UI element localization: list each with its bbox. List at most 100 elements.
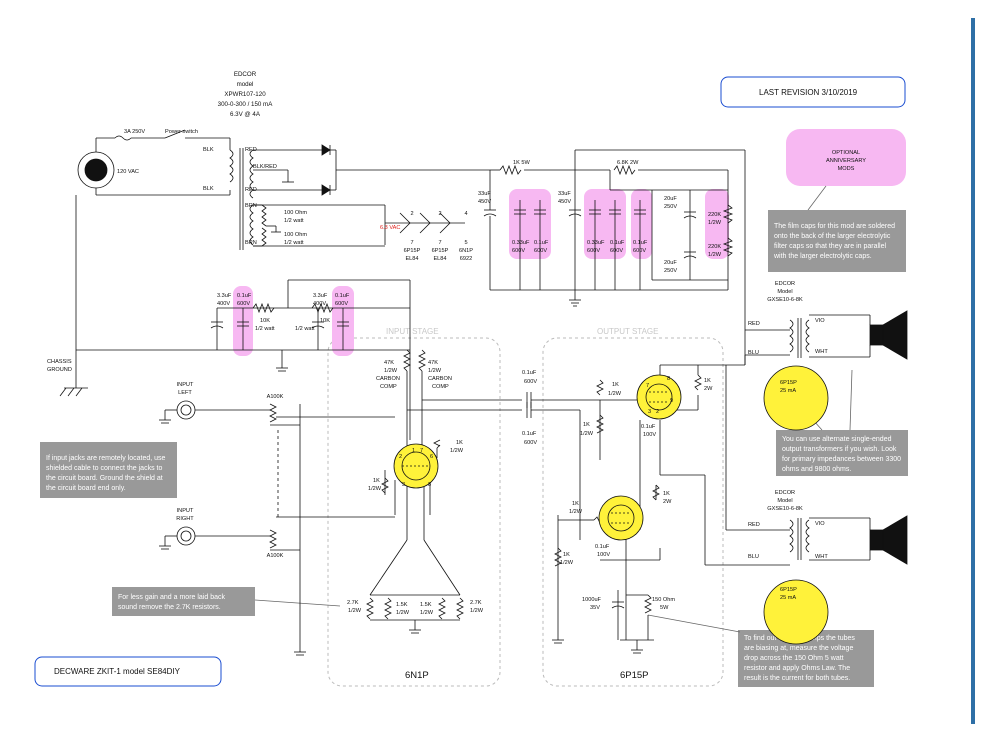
svg-text:25 mA: 25 mA — [780, 388, 796, 394]
svg-text:XPWR107-120: XPWR107-120 — [224, 91, 266, 98]
preamp-supply-labels: 3.3uF 400V 0.1uF 600V 3.3uF 400V 0.1uF 6… — [47, 293, 350, 373]
svg-text:220K: 220K — [708, 212, 721, 218]
svg-text:You can use alternate single-e: You can use alternate single-ended — [782, 436, 892, 443]
input-tube-name: 6N1P — [405, 670, 429, 681]
svg-text:0.1uF: 0.1uF — [237, 293, 252, 299]
power-transformer-label: EDCOR model XPWR107-120 300-0-300 / 150 … — [218, 71, 274, 118]
svg-text:600V: 600V — [524, 440, 537, 446]
svg-text:BRN: BRN — [245, 203, 257, 209]
preamp-supply — [59, 195, 411, 440]
input-jacks — [159, 400, 395, 656]
svg-text:EL84: EL84 — [433, 256, 446, 262]
svg-text:1.5K: 1.5K — [420, 602, 432, 608]
svg-text:1/2 watt: 1/2 watt — [284, 240, 304, 246]
svg-text:2: 2 — [410, 211, 413, 217]
scrollbar[interactable] — [971, 18, 975, 724]
supply-network — [483, 149, 746, 330]
output-transformer-labels: EDCOR Model GXSE10-6-8K RED BLU VIO WHT … — [748, 281, 828, 560]
input-stage-wiring — [366, 349, 522, 634]
svg-text:resistor and apply Ohms Law.: resistor and apply Ohms Law. The — [744, 665, 850, 672]
gain-note-box — [112, 587, 255, 616]
svg-text:0.1uF: 0.1uF — [641, 424, 656, 430]
svg-text:47K: 47K — [428, 360, 438, 366]
svg-text:4: 4 — [464, 211, 467, 217]
svg-text:400V: 400V — [217, 301, 230, 307]
svg-text:5: 5 — [464, 240, 467, 246]
svg-text:Model: Model — [777, 289, 792, 295]
output-tube-1: 7 8 9 3 2 — [636, 374, 682, 420]
svg-text:7: 7 — [646, 383, 649, 389]
svg-text:COMP: COMP — [432, 384, 449, 390]
svg-text:600V: 600V — [633, 248, 646, 254]
svg-text:Model: Model — [777, 498, 792, 504]
svg-text:600V: 600V — [512, 248, 525, 254]
svg-text:ohms and 9800 ohms.: ohms and 9800 ohms. — [782, 466, 851, 473]
svg-text:For less gain and a more laid: For less gain and a more laid back — [118, 594, 225, 601]
svg-text:0.1uF: 0.1uF — [522, 431, 537, 437]
svg-text:result is the current for both: result is the current for both tubes. — [744, 675, 850, 682]
svg-text:8: 8 — [667, 376, 670, 382]
svg-text:300-0-300 / 150 mA: 300-0-300 / 150 mA — [218, 101, 274, 108]
svg-text:0.1uF: 0.1uF — [610, 240, 625, 246]
svg-text:1000uF: 1000uF — [582, 597, 602, 603]
svg-text:6: 6 — [430, 454, 433, 460]
svg-text:6P15P: 6P15P — [780, 380, 797, 386]
svg-text:1K: 1K — [456, 440, 463, 446]
svg-text:the circuit board. Ground the: the circuit board. Ground the shield at — [46, 475, 163, 482]
svg-text:600V: 600V — [587, 248, 600, 254]
film-note-box — [768, 210, 906, 272]
svg-text:3.3uF: 3.3uF — [217, 293, 232, 299]
svg-text:1.5K: 1.5K — [396, 602, 408, 608]
svg-text:35V: 35V — [590, 605, 600, 611]
film-note: The film caps for this mod are soldered … — [773, 223, 895, 260]
ot-note: You can use alternate single-ended outpu… — [782, 436, 901, 473]
svg-text:1/2 watt: 1/2 watt — [284, 218, 304, 224]
ot-note-box — [776, 430, 908, 476]
svg-text:MODS: MODS — [838, 166, 855, 172]
input-stage-label: INPUT STAGE — [386, 327, 439, 336]
svg-text:0.1uF: 0.1uF — [335, 293, 350, 299]
coupling-labels: 0.1uF 600V 0.1uF 600V — [522, 370, 537, 446]
svg-text:filter caps so that they are i: filter caps so that they are in parallel — [774, 243, 887, 250]
svg-text:model: model — [237, 81, 254, 88]
svg-text:6.3V @ 4A: 6.3V @ 4A — [230, 111, 261, 118]
svg-text:6P15P: 6P15P — [404, 248, 421, 254]
output-transformers — [744, 310, 908, 566]
svg-text:CARBON: CARBON — [428, 376, 452, 382]
output-tube-name: 6P15P — [620, 670, 649, 681]
svg-text:3: 3 — [648, 409, 651, 415]
input-stage-labels: 47K 1/2W CARBON COMP 47K 1/2W CARBON COM… — [347, 360, 484, 616]
svg-text:1K: 1K — [572, 501, 579, 507]
input-tube: 2 1 7 6 3 8 — [393, 443, 439, 489]
svg-text:The film caps for this mod are: The film caps for this mod are soldered — [774, 223, 895, 230]
svg-text:10K: 10K — [260, 318, 270, 324]
svg-text:6P15P: 6P15P — [432, 248, 449, 254]
svg-text:1/2W: 1/2W — [428, 368, 442, 374]
input-stage-box — [327, 337, 501, 687]
svg-text:7: 7 — [410, 240, 413, 246]
svg-text:100V: 100V — [597, 552, 610, 558]
output-tube-2 — [598, 495, 644, 541]
svg-text:drop across the 150 Ohm 5 watt: drop across the 150 Ohm 5 watt — [744, 655, 844, 662]
supply-labels: 1K 5W 6.8K 2W 33uF 450V 33uF 450V 0.33uF… — [478, 160, 722, 274]
gain-note: For less gain and a more laid back sound… — [118, 594, 225, 611]
svg-text:RED: RED — [245, 147, 257, 153]
svg-text:RED: RED — [748, 321, 760, 327]
svg-text:9: 9 — [670, 398, 673, 404]
svg-text:CHASSIS: CHASSIS — [47, 359, 72, 365]
svg-text:0.1uF: 0.1uF — [534, 240, 549, 246]
svg-text:150 Ohm: 150 Ohm — [652, 597, 675, 603]
svg-text:6.8K 2W: 6.8K 2W — [617, 160, 639, 166]
svg-text:2: 2 — [656, 409, 659, 415]
svg-text:47K: 47K — [384, 360, 394, 366]
svg-text:VIO: VIO — [815, 521, 825, 527]
svg-text:EL84: EL84 — [405, 256, 418, 262]
svg-text:1: 1 — [412, 448, 415, 454]
svg-text:450V: 450V — [558, 199, 571, 205]
svg-text:600V: 600V — [237, 301, 250, 307]
svg-text:INPUT: INPUT — [177, 508, 194, 514]
svg-text:0.1uF: 0.1uF — [522, 370, 537, 376]
svg-text:1/2W: 1/2W — [569, 509, 583, 515]
svg-text:OPTIONAL: OPTIONAL — [832, 150, 860, 156]
svg-text:sound remove the 2.7K resistor: sound remove the 2.7K resistors. — [118, 604, 221, 611]
